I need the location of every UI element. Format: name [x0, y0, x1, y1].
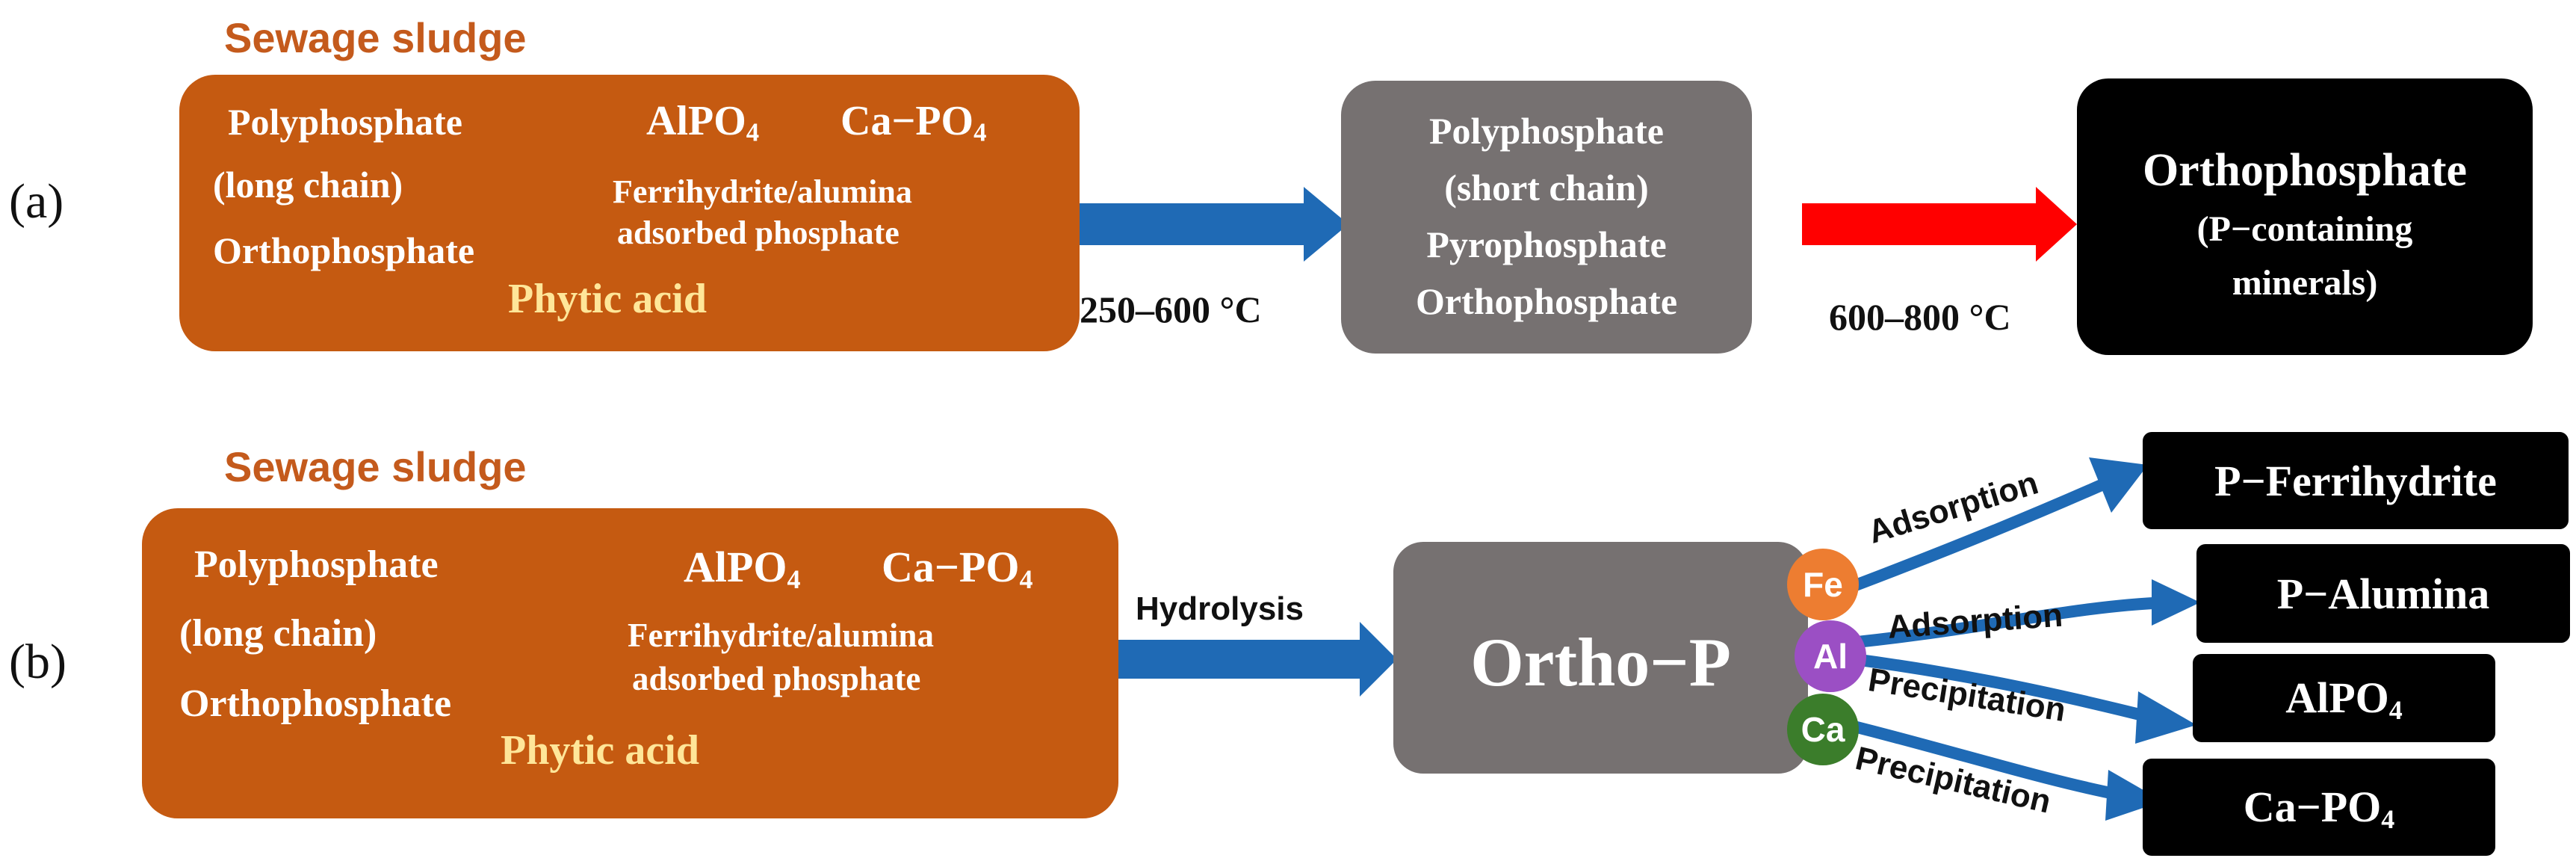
ortho-p-box: Ortho−P [1393, 542, 1808, 774]
p-alumina-box: P−Alumina [2196, 544, 2570, 643]
phytic-acid-label: Phytic acid [508, 276, 707, 322]
branch-arrowheads [2089, 457, 2200, 821]
arrow1-temperature-label: 250–600 °C [1080, 289, 1262, 330]
hydrolysis-label: Hydrolysis [1136, 590, 1304, 627]
short-chain-label: (short chain) [1444, 167, 1649, 209]
fe-ion-circle: Fe [1787, 549, 1859, 620]
branch-arrows [1806, 478, 2173, 800]
al-ion-circle: Al [1795, 620, 1866, 692]
p-ferrihydrite-box: P−Ferrihydrite [2143, 432, 2569, 529]
capo4-label: Ca−PO4 [840, 98, 987, 147]
orthophosphate-label-b: Orthophosphate [179, 682, 452, 725]
final-box-a: Orthophosphate (P−containing minerals) [2077, 78, 2533, 355]
alpo4-label: AlPO4 [646, 98, 760, 147]
long-chain-label: (long chain) [213, 164, 403, 206]
capo4-product-box: Ca−PO4 [2143, 759, 2495, 856]
ferrihydrite-line1-b: Ferrihydrite/alumina [628, 617, 934, 654]
phytic-acid-label-b: Phytic acid [501, 727, 699, 774]
sludge-title-b: Sewage sludge [224, 443, 527, 490]
polyphosphate-short-label: Polyphosphate [1429, 110, 1664, 152]
ortho-p-label: Ortho−P [1470, 624, 1731, 700]
sludge-box-a: Polyphosphate (long chain) Orthophosphat… [179, 75, 1080, 351]
sludge-title-a: Sewage sludge [224, 14, 527, 61]
ca-ion-circle: Ca [1787, 694, 1859, 765]
panel-label-b: (b) [9, 635, 66, 689]
polyphosphate-label: Polyphosphate [228, 101, 462, 143]
sludge-box-b: Polyphosphate (long chain) Orthophosphat… [142, 508, 1118, 818]
ferrihydrite-line2: adsorbed phosphate [617, 215, 900, 251]
long-chain-label-b: (long chain) [179, 612, 377, 655]
alpo4-label-b: AlPO4 [684, 543, 801, 594]
alpo4-product-label: AlPO4 [2285, 673, 2403, 725]
p-alumina-label: P−Alumina [2276, 570, 2490, 618]
arrow-250-600 [1080, 187, 1349, 262]
orthophosphate-mid-label: Orthophosphate [1415, 280, 1678, 322]
middle-box-a: Polyphosphate (short chain) Pyrophosphat… [1341, 81, 1752, 354]
arrow2-temperature-label: 600–800 °C [1829, 296, 2011, 338]
polyphosphate-label-b: Polyphosphate [194, 543, 439, 586]
pyrophosphate-label: Pyrophosphate [1426, 223, 1667, 265]
arrow-hydrolysis [1118, 622, 1397, 697]
arrow-600-800 [1802, 187, 2077, 262]
panel-label-a: (a) [9, 174, 64, 229]
p-ferrihydrite-label: P−Ferrihydrite [2214, 457, 2497, 505]
ferrihydrite-line2-b: adsorbed phosphate [632, 660, 921, 697]
capo4-label-b: Ca−PO4 [882, 543, 1033, 594]
minerals-label: minerals) [2232, 263, 2378, 303]
alpo4-product-box: AlPO4 [2193, 654, 2495, 742]
ferrihydrite-line1: Ferrihydrite/alumina [613, 173, 912, 210]
p-containing-label: (P−containing [2196, 209, 2413, 249]
orthophosphate-label: Orthophosphate [213, 229, 475, 271]
orthophosphate-final-title: Orthophosphate [2142, 145, 2468, 196]
capo4-product-label: Ca−PO4 [2243, 783, 2395, 834]
